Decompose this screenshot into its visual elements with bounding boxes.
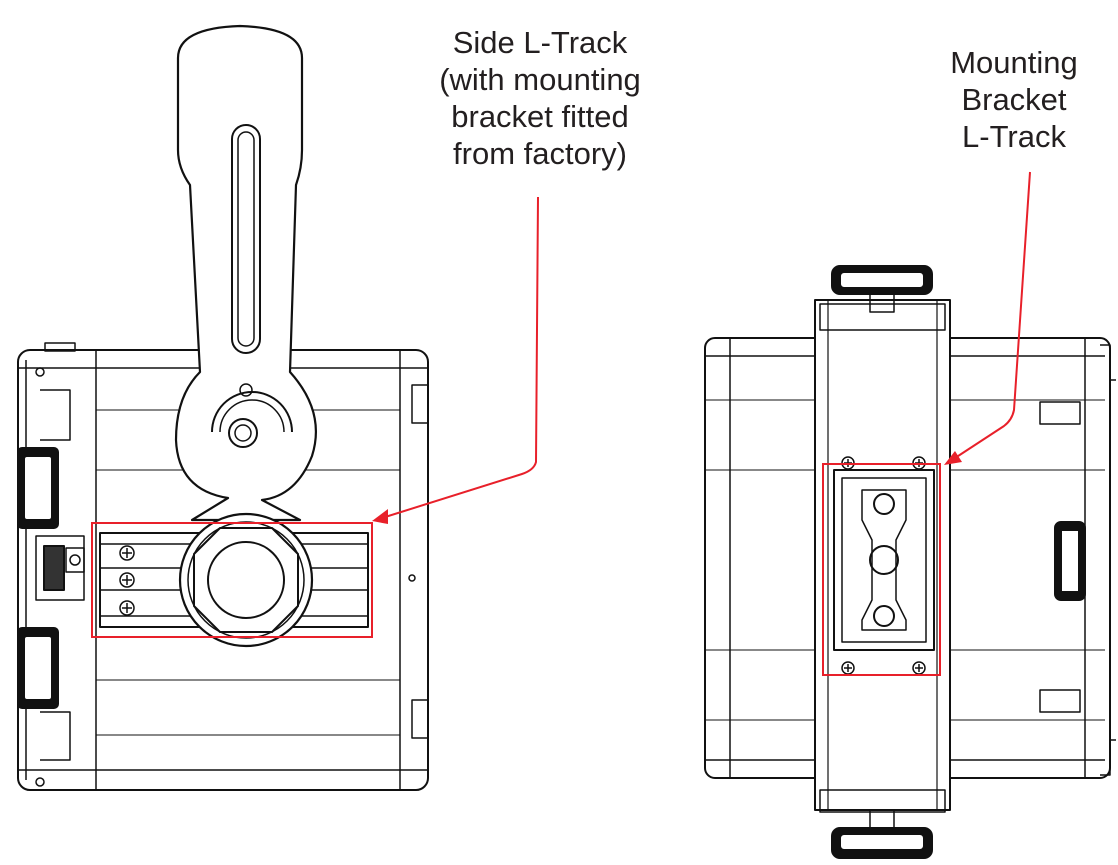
mounting-bracket-label-line-3: L-Track <box>962 119 1066 154</box>
left-fixture-side-view <box>17 24 429 791</box>
bracket-plate <box>833 469 935 651</box>
mounting-bracket-leader <box>951 171 1031 461</box>
side-l-track-label-line-2: (with mounting <box>439 62 641 97</box>
side-l-track-arrowhead <box>372 509 388 524</box>
side-l-track-label-line-4: from factory) <box>453 136 627 171</box>
mounting-bracket-label: Mounting Bracket L-Track <box>930 44 1098 155</box>
right-fixture-rear-view <box>704 265 1116 859</box>
side-l-track-highlight <box>91 522 373 638</box>
side-l-track-label-line-1: Side L-Track <box>452 25 628 60</box>
side-l-track-label-line-3: bracket fitted <box>451 99 629 134</box>
mounting-bracket-label-line-2: Bracket <box>961 82 1067 117</box>
side-l-track-label: Side L-Track (with mounting bracket fitt… <box>402 24 678 172</box>
left-fixture-yoke-arm <box>174 24 317 522</box>
mounting-bracket-label-line-1: Mounting <box>950 45 1078 80</box>
center-yoke-column <box>814 299 951 811</box>
side-l-track-leader <box>381 196 539 519</box>
side-clamp-knob <box>178 512 314 648</box>
mounting-bracket-arrowhead <box>944 451 962 465</box>
mounting-bracket-highlight <box>822 463 941 676</box>
